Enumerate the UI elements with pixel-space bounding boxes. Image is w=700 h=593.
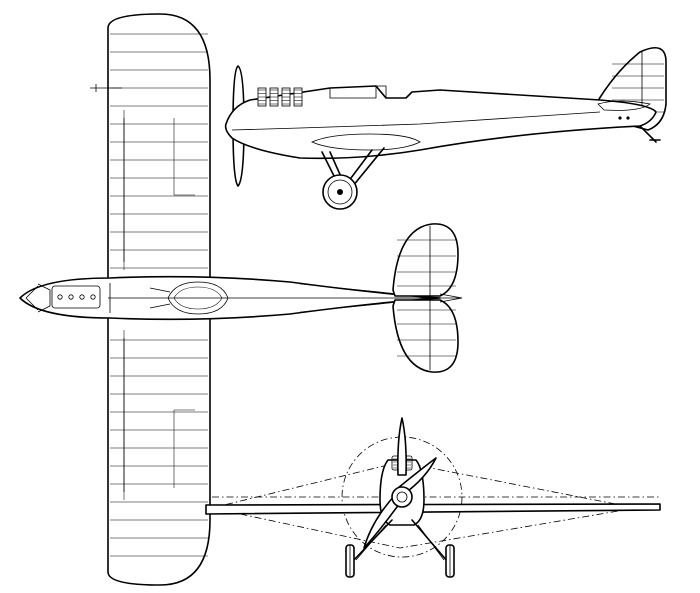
engine-cowl xyxy=(51,285,101,309)
side-view xyxy=(224,46,667,210)
front-view-spinner xyxy=(391,486,413,508)
side-view-landing-gear xyxy=(321,147,385,210)
engine-cylinders xyxy=(257,87,303,107)
side-view-fuselage xyxy=(224,85,657,160)
front-view-wing xyxy=(205,503,661,515)
plan-view-wing-ribs xyxy=(110,33,208,557)
plan-view xyxy=(19,13,463,586)
front-view-propeller-blade-top xyxy=(397,417,407,476)
cockpit-opening xyxy=(167,281,229,315)
front-view xyxy=(205,417,661,578)
plan-view-tailplane xyxy=(392,223,459,297)
